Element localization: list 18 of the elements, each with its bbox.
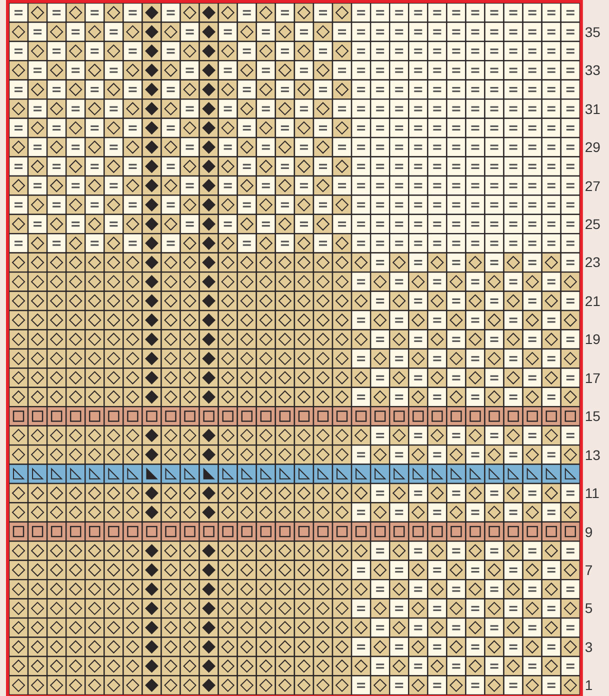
row-number: 7 [584, 562, 593, 578]
row-number: 1 [584, 677, 593, 694]
row-number: 11 [584, 485, 600, 502]
row-number: 27 [584, 178, 600, 194]
row-number: 33 [584, 62, 600, 78]
row-number: 21 [584, 292, 600, 309]
row-number: 15 [584, 408, 600, 424]
row-number: 19 [584, 331, 600, 348]
row-number: 31 [584, 100, 600, 117]
row-number: 3 [584, 638, 593, 655]
row-number: 13 [584, 446, 600, 463]
row-number: 5 [584, 600, 593, 616]
row-number: 9 [584, 524, 593, 540]
row-number: 25 [584, 216, 600, 232]
row-number: 17 [584, 370, 600, 386]
row-number: 23 [584, 254, 600, 270]
row-number: 35 [584, 24, 600, 40]
row-number: 29 [584, 139, 600, 156]
